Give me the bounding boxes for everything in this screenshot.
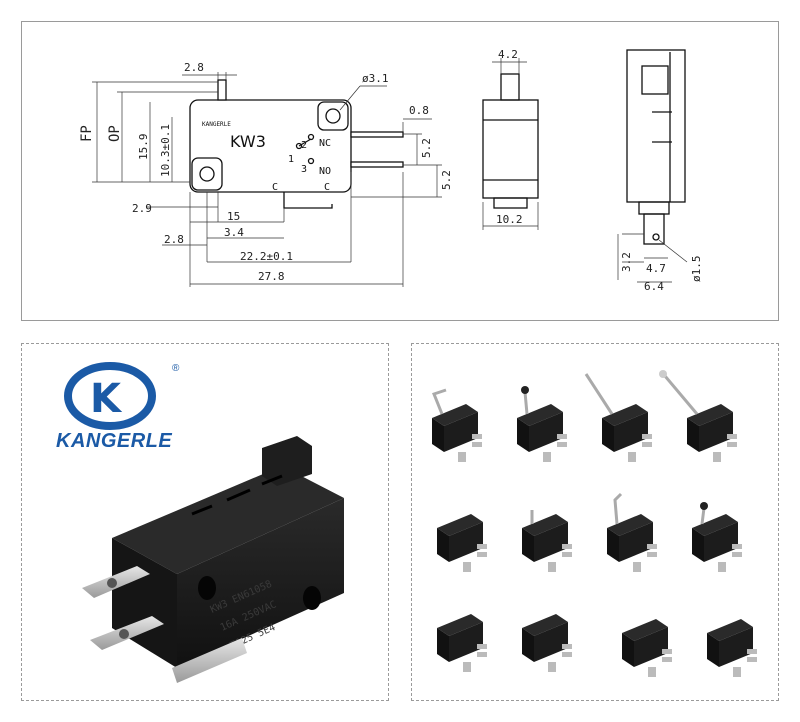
dim-3-2: 3.2	[620, 252, 633, 272]
label-fp: FP	[79, 125, 95, 142]
dim-6-4: 6.4	[644, 280, 664, 293]
brand-name: KANGERLE	[56, 430, 173, 452]
dim-15: 15	[227, 210, 240, 223]
svg-text:K: K	[90, 376, 123, 422]
terminal-c-label-2: C	[324, 182, 330, 193]
terminal-c-label-1: C	[272, 182, 278, 193]
product-photo-panel: K ® KANGERLE KW3 EN61058 16A 250VAC T1	[21, 343, 389, 701]
variant-switch	[517, 386, 567, 462]
registered-mark: ®	[172, 363, 180, 374]
dim-1-5: ø1.5	[690, 256, 703, 283]
variant-switch	[437, 614, 487, 672]
variant-switch	[607, 492, 657, 572]
variant-switch	[622, 619, 672, 677]
model-label: KW3	[230, 132, 266, 151]
terminal-nc-label: NC	[319, 138, 331, 149]
dim-5-2-a: 5.2	[420, 138, 433, 158]
switch-body-outline	[189, 99, 352, 193]
dim-15-9: 15.9	[137, 134, 150, 161]
variant-switch	[692, 502, 742, 572]
variant-switch	[584, 373, 652, 462]
variant-switch	[432, 388, 482, 462]
switch-photo: KW3 EN61058 16A 250VAC T125 5E4	[82, 436, 344, 683]
dim-hole-diameter: ø3.1	[362, 72, 389, 85]
variant-switch	[522, 510, 572, 572]
variants-panel	[411, 343, 779, 701]
brand-small-label: KANGERLE	[202, 121, 231, 128]
variant-switch	[707, 619, 757, 677]
dim-2-8-bottom: 2.8	[164, 233, 184, 246]
dim-27-8: 27.8	[258, 270, 285, 283]
variant-switch	[659, 370, 737, 462]
variants-grid	[432, 370, 757, 677]
front-view	[482, 73, 539, 209]
dim-top-2-8: 2.8	[184, 61, 204, 74]
pin-1-label: 1	[288, 154, 294, 165]
dim-3-4: 3.4	[224, 226, 244, 239]
dim-5-2-b: 5.2	[440, 170, 453, 190]
label-op: OP	[107, 125, 123, 142]
terminal-no-label: NO	[319, 166, 331, 177]
variant-switch	[522, 614, 572, 672]
dim-4-2: 4.2	[498, 48, 518, 61]
dim-22-2: 22.2±0.1	[240, 250, 293, 263]
brand-logo: K	[64, 362, 156, 430]
dim-4-7: 4.7	[646, 262, 666, 275]
technical-drawing: 2.8 ø3.1 0.8 5.2 5.2 FP OP 15.9 10.3±0.1…	[79, 48, 703, 293]
mounting-hole	[325, 108, 341, 124]
dim-10-2: 10.2	[496, 213, 523, 226]
technical-drawing-panel: 2.8 ø3.1 0.8 5.2 5.2 FP OP 15.9 10.3±0.1…	[21, 21, 779, 321]
dim-10-3: 10.3±0.1	[159, 124, 172, 177]
mounting-hole	[199, 166, 215, 182]
pin-3-label: 3	[301, 164, 307, 175]
dim-0-8: 0.8	[409, 104, 429, 117]
dim-2-9: 2.9	[132, 202, 152, 215]
pin-2-label: 2	[301, 140, 307, 151]
top-view	[626, 49, 686, 245]
variant-switch	[437, 514, 487, 572]
